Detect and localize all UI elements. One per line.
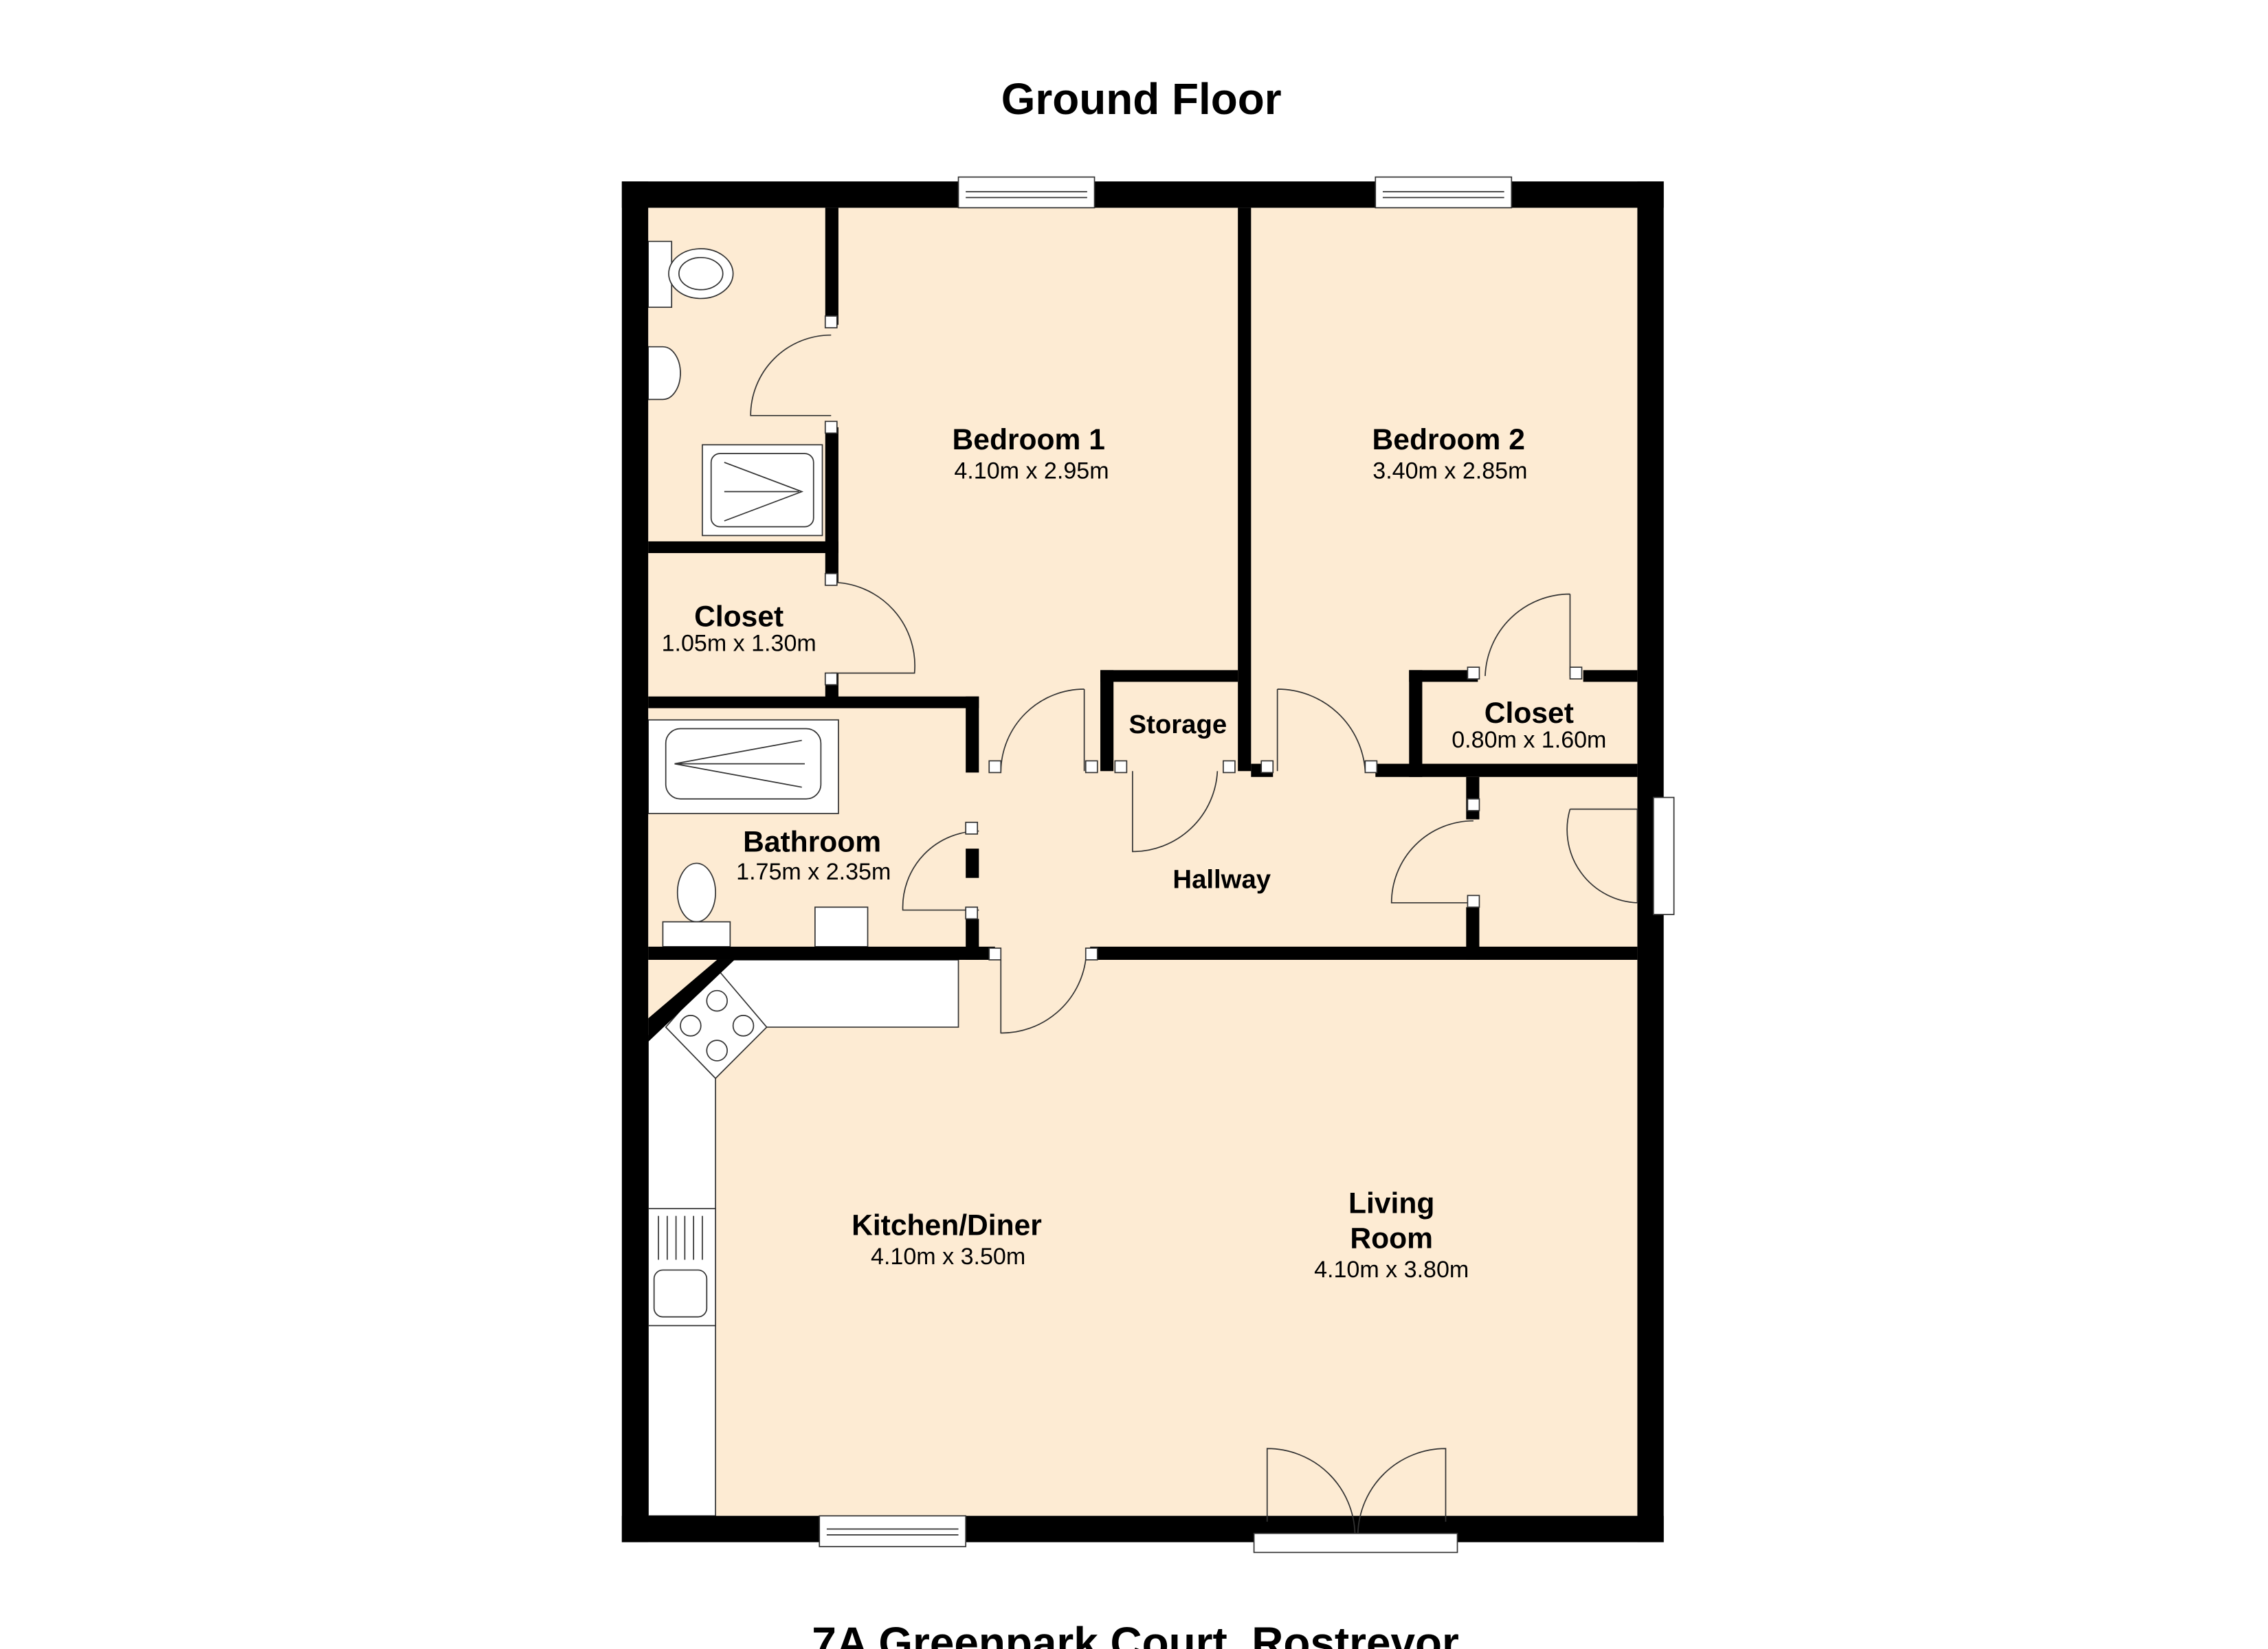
hallway-name: Hallway [1172,865,1271,895]
living-name-line2: Room [1350,1222,1433,1255]
basin-icon [814,906,869,947]
living-name-line1: Living [1348,1187,1434,1220]
floor-area [648,207,1638,1516]
bedroom2-size: 3.40m x 2.85m [1372,458,1527,484]
living-size: 4.10m x 3.80m [1314,1257,1469,1283]
room-labels: Bedroom 1 4.10m x 2.95m Bedroom 2 3.40m … [662,423,1607,1283]
kitchen-sink-icon [647,1208,716,1327]
doors [750,315,1675,1553]
floor-title: Ground Floor [1001,74,1282,124]
toilet-icon [647,240,673,309]
closet1-size: 1.05m x 1.30m [662,631,816,657]
windows [819,176,1513,1547]
ensuite-fixtures [647,240,823,537]
bedroom2-name: Bedroom 2 [1372,423,1525,456]
patio-door [1253,1532,1458,1553]
property-address: 7A Greenpark Court, Rostrevor [812,1618,1458,1649]
bathroom-name: Bathroom [743,825,881,858]
bedroom1-size: 4.10m x 2.95m [954,458,1109,484]
closet1-name: Closet [694,600,783,633]
bathroom-size: 1.75m x 2.35m [736,859,891,885]
bath-icon [647,719,839,814]
front-door [1652,796,1675,915]
kitchen-size: 4.10m x 3.50m [871,1244,1025,1270]
bathroom-fixtures [647,719,869,947]
kitchen-name: Kitchen/Diner [852,1209,1042,1242]
closet2-name: Closet [1485,697,1574,730]
toilet-icon [676,862,716,923]
storage-name: Storage [1129,710,1227,739]
shower-icon [702,444,823,537]
bedroom1-name: Bedroom 1 [953,423,1105,456]
closet2-size: 0.80m x 1.60m [1452,727,1606,753]
